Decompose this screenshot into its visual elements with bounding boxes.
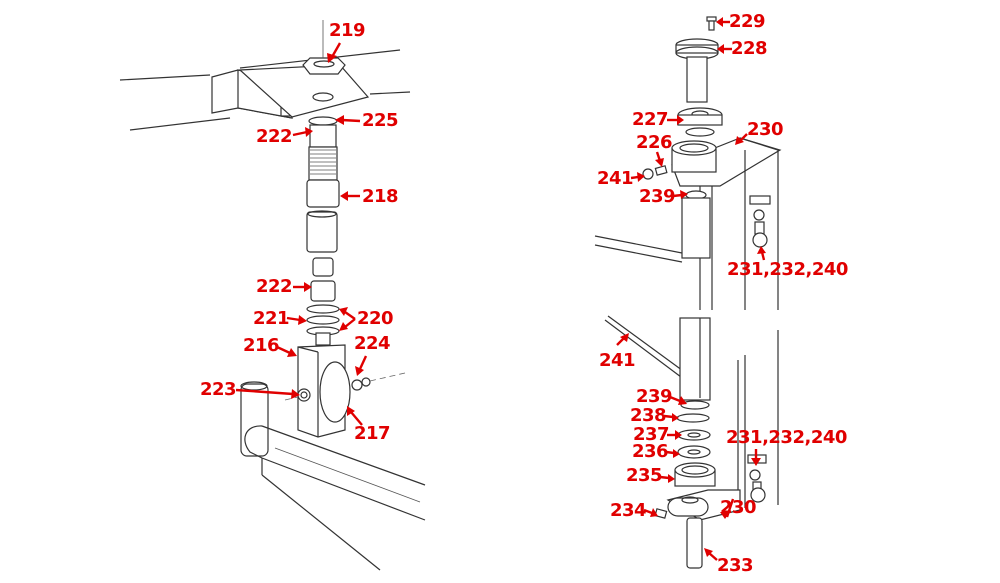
part-label-216: 216 [243,335,280,356]
part-label-241-upper: 241 [597,168,634,189]
part-label-218: 218 [362,186,399,207]
part-label-230-upper: 230 [747,119,784,140]
part-label-219: 219 [329,20,366,41]
part-label-241-lower: 241 [599,350,636,371]
callout-arrows [235,17,766,561]
part-label-231-232-240-upper: 231,232,240 [727,259,848,280]
part-label-235: 235 [626,465,663,486]
part-label-222-upper: 222 [256,126,293,147]
right-upper-hinge [594,16,782,310]
part-label-224: 224 [354,333,391,354]
part-label-237: 237 [633,424,670,445]
part-label-226: 226 [636,132,673,153]
part-label-231-232-240-lower: 231,232,240 [726,427,847,448]
part-label-228: 228 [731,38,768,59]
left-shaft [306,116,340,346]
part-label-233: 233 [717,555,754,576]
part-label-221: 221 [253,308,290,329]
part-label-217: 217 [354,423,391,444]
part-label-236: 236 [632,441,669,462]
left-frame-bottom [240,381,426,571]
part-label-230-lower: 230 [720,497,757,518]
part-label-223: 223 [200,379,237,400]
part-label-225: 225 [362,110,399,131]
right-lower-hinge [604,315,779,569]
part-label-239-upper: 239 [639,186,676,207]
part-label-220: 220 [357,308,394,329]
left-wheel-fork [284,344,406,438]
part-label-222-lower: 222 [256,276,293,297]
part-label-239-lower: 239 [636,386,673,407]
part-label-229: 229 [729,11,766,32]
part-label-234: 234 [610,500,647,521]
part-label-238: 238 [630,405,667,426]
left-frame-top [119,20,411,131]
part-label-227: 227 [632,109,669,130]
